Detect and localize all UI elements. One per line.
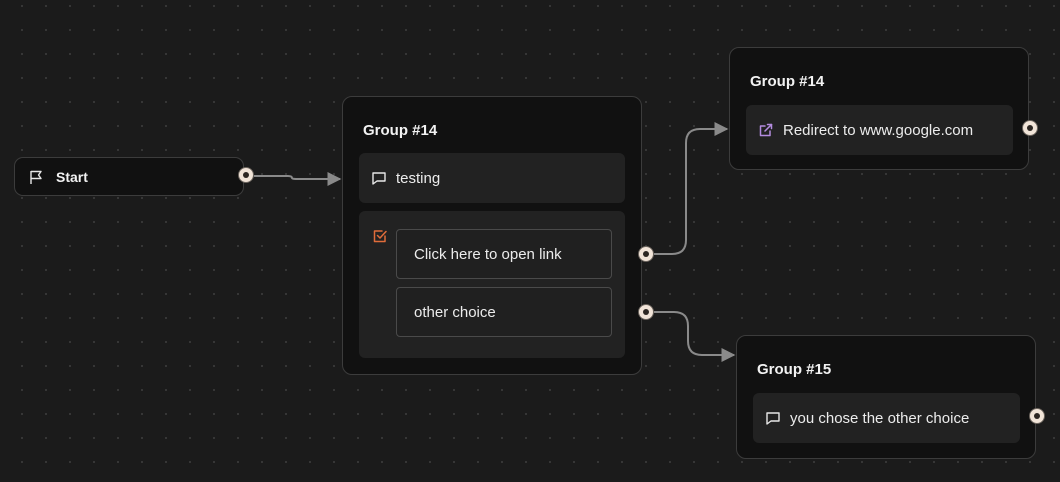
edge-choice2-to-group-c[interactable] [654, 311, 736, 362]
choice1-output-handle[interactable] [638, 246, 654, 262]
choice-label: Click here to open link [414, 245, 562, 263]
start-node[interactable]: Start [14, 157, 244, 196]
group-node-a[interactable]: Group #14 testing Click here to open li [342, 96, 642, 375]
text-block-other-choice[interactable]: you chose the other choice [753, 393, 1020, 443]
text-block-label: you chose the other choice [790, 409, 970, 427]
start-output-handle[interactable] [238, 167, 254, 183]
edge-choice1-to-group-b[interactable] [654, 122, 729, 255]
text-block-testing[interactable]: testing [359, 153, 625, 203]
choice-block[interactable]: Click here to open link other choice [359, 211, 625, 358]
message-icon [765, 410, 781, 426]
choice-item-open-link[interactable]: Click here to open link [396, 229, 612, 279]
redirect-block[interactable]: Redirect to www.google.com [746, 105, 1013, 155]
message-icon [371, 170, 387, 186]
group-b-output-handle[interactable] [1022, 120, 1038, 136]
choice-label: other choice [414, 303, 496, 321]
group-c-title: Group #15 [757, 361, 832, 378]
group-node-c[interactable]: Group #15 you chose the other choice [736, 335, 1036, 459]
redirect-label: Redirect to www.google.com [783, 121, 974, 139]
edge-start-to-group-a[interactable] [254, 172, 342, 186]
choice2-output-handle[interactable] [638, 304, 654, 320]
checkbox-icon [372, 228, 388, 244]
external-link-icon [758, 122, 774, 138]
group-b-title: Group #14 [750, 73, 825, 90]
flag-icon [28, 169, 44, 185]
group-a-title: Group #14 [363, 122, 438, 139]
group-c-output-handle[interactable] [1029, 408, 1045, 424]
text-block-label: testing [396, 169, 441, 187]
choice-item-other[interactable]: other choice [396, 287, 612, 337]
start-label: Start [56, 168, 88, 185]
group-node-b[interactable]: Group #14 Redirect to www.google.com [729, 47, 1029, 170]
